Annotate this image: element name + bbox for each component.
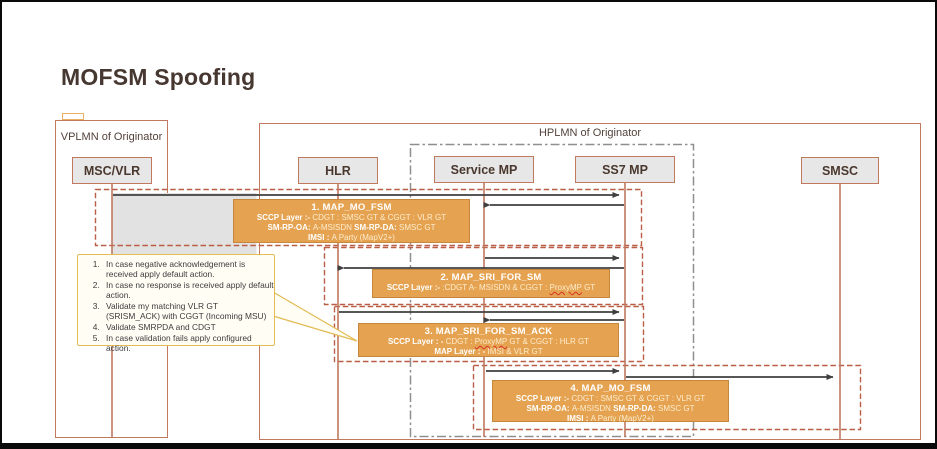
message-box-1-map-mo-fsm: 1. MAP_MO_FSM SCCP Layer :- CDGT : SMSC … (233, 199, 470, 243)
message-title: 1. MAP_MO_FSM (311, 202, 392, 213)
message-title: 4. MAP_MO_FSM (570, 383, 651, 394)
group-box-msg4 (472, 364, 862, 431)
validation-note-callout: In case negative acknowledgement is rece… (77, 254, 275, 353)
message-body: SCCP Layer :- CDGT : SMSC GT & CGGT : VL… (515, 394, 706, 423)
message-body: SCCP Layer : - CDGT : ProxyMP GT & CGGT … (387, 337, 590, 356)
validation-note-list: In case negative acknowledgement is rece… (78, 259, 274, 353)
entity-service-mp: Service MP (434, 156, 534, 183)
message-body: SCCP Layer :- :CDGT A- MSISDN & CGGT : P… (386, 283, 596, 292)
stray-highlight-mark (62, 113, 84, 120)
message-box-2-map-sri-for-sm: 2. MAP_SRI_FOR_SM SCCP Layer :- :CDGT A-… (372, 269, 610, 298)
message-title: 2. MAP_SRI_FOR_SM (440, 272, 542, 283)
activation-band (112, 193, 257, 257)
group-box-msg1 (94, 188, 643, 247)
message-box-3-map-sri-for-sm-ack: 3. MAP_SRI_FOR_SM_ACK SCCP Layer : - CDG… (358, 323, 619, 357)
screenshot-bottom-edge (0, 443, 937, 447)
message-title: 3. MAP_SRI_FOR_SM_ACK (424, 326, 553, 337)
vplmn-region-label: VPLMN of Originator (60, 131, 163, 143)
message-box-4-map-mo-fsm: 4. MAP_MO_FSM SCCP Layer :- CDGT : SMSC … (492, 380, 729, 423)
entity-smsc: SMSC (801, 157, 879, 184)
note-callout-tail (272, 290, 358, 342)
hplmn-region-label: HPLMN of Originator (538, 127, 642, 139)
message-body: SCCP Layer :- CDGT : SMSC GT & CGGT : VL… (256, 213, 447, 242)
page-title: MOFSM Spoofing (61, 64, 256, 90)
entity-ss7-mp: SS7 MP (575, 156, 675, 183)
entity-msc-vlr: MSC/VLR (72, 157, 152, 184)
entity-hlr: HLR (298, 157, 378, 184)
